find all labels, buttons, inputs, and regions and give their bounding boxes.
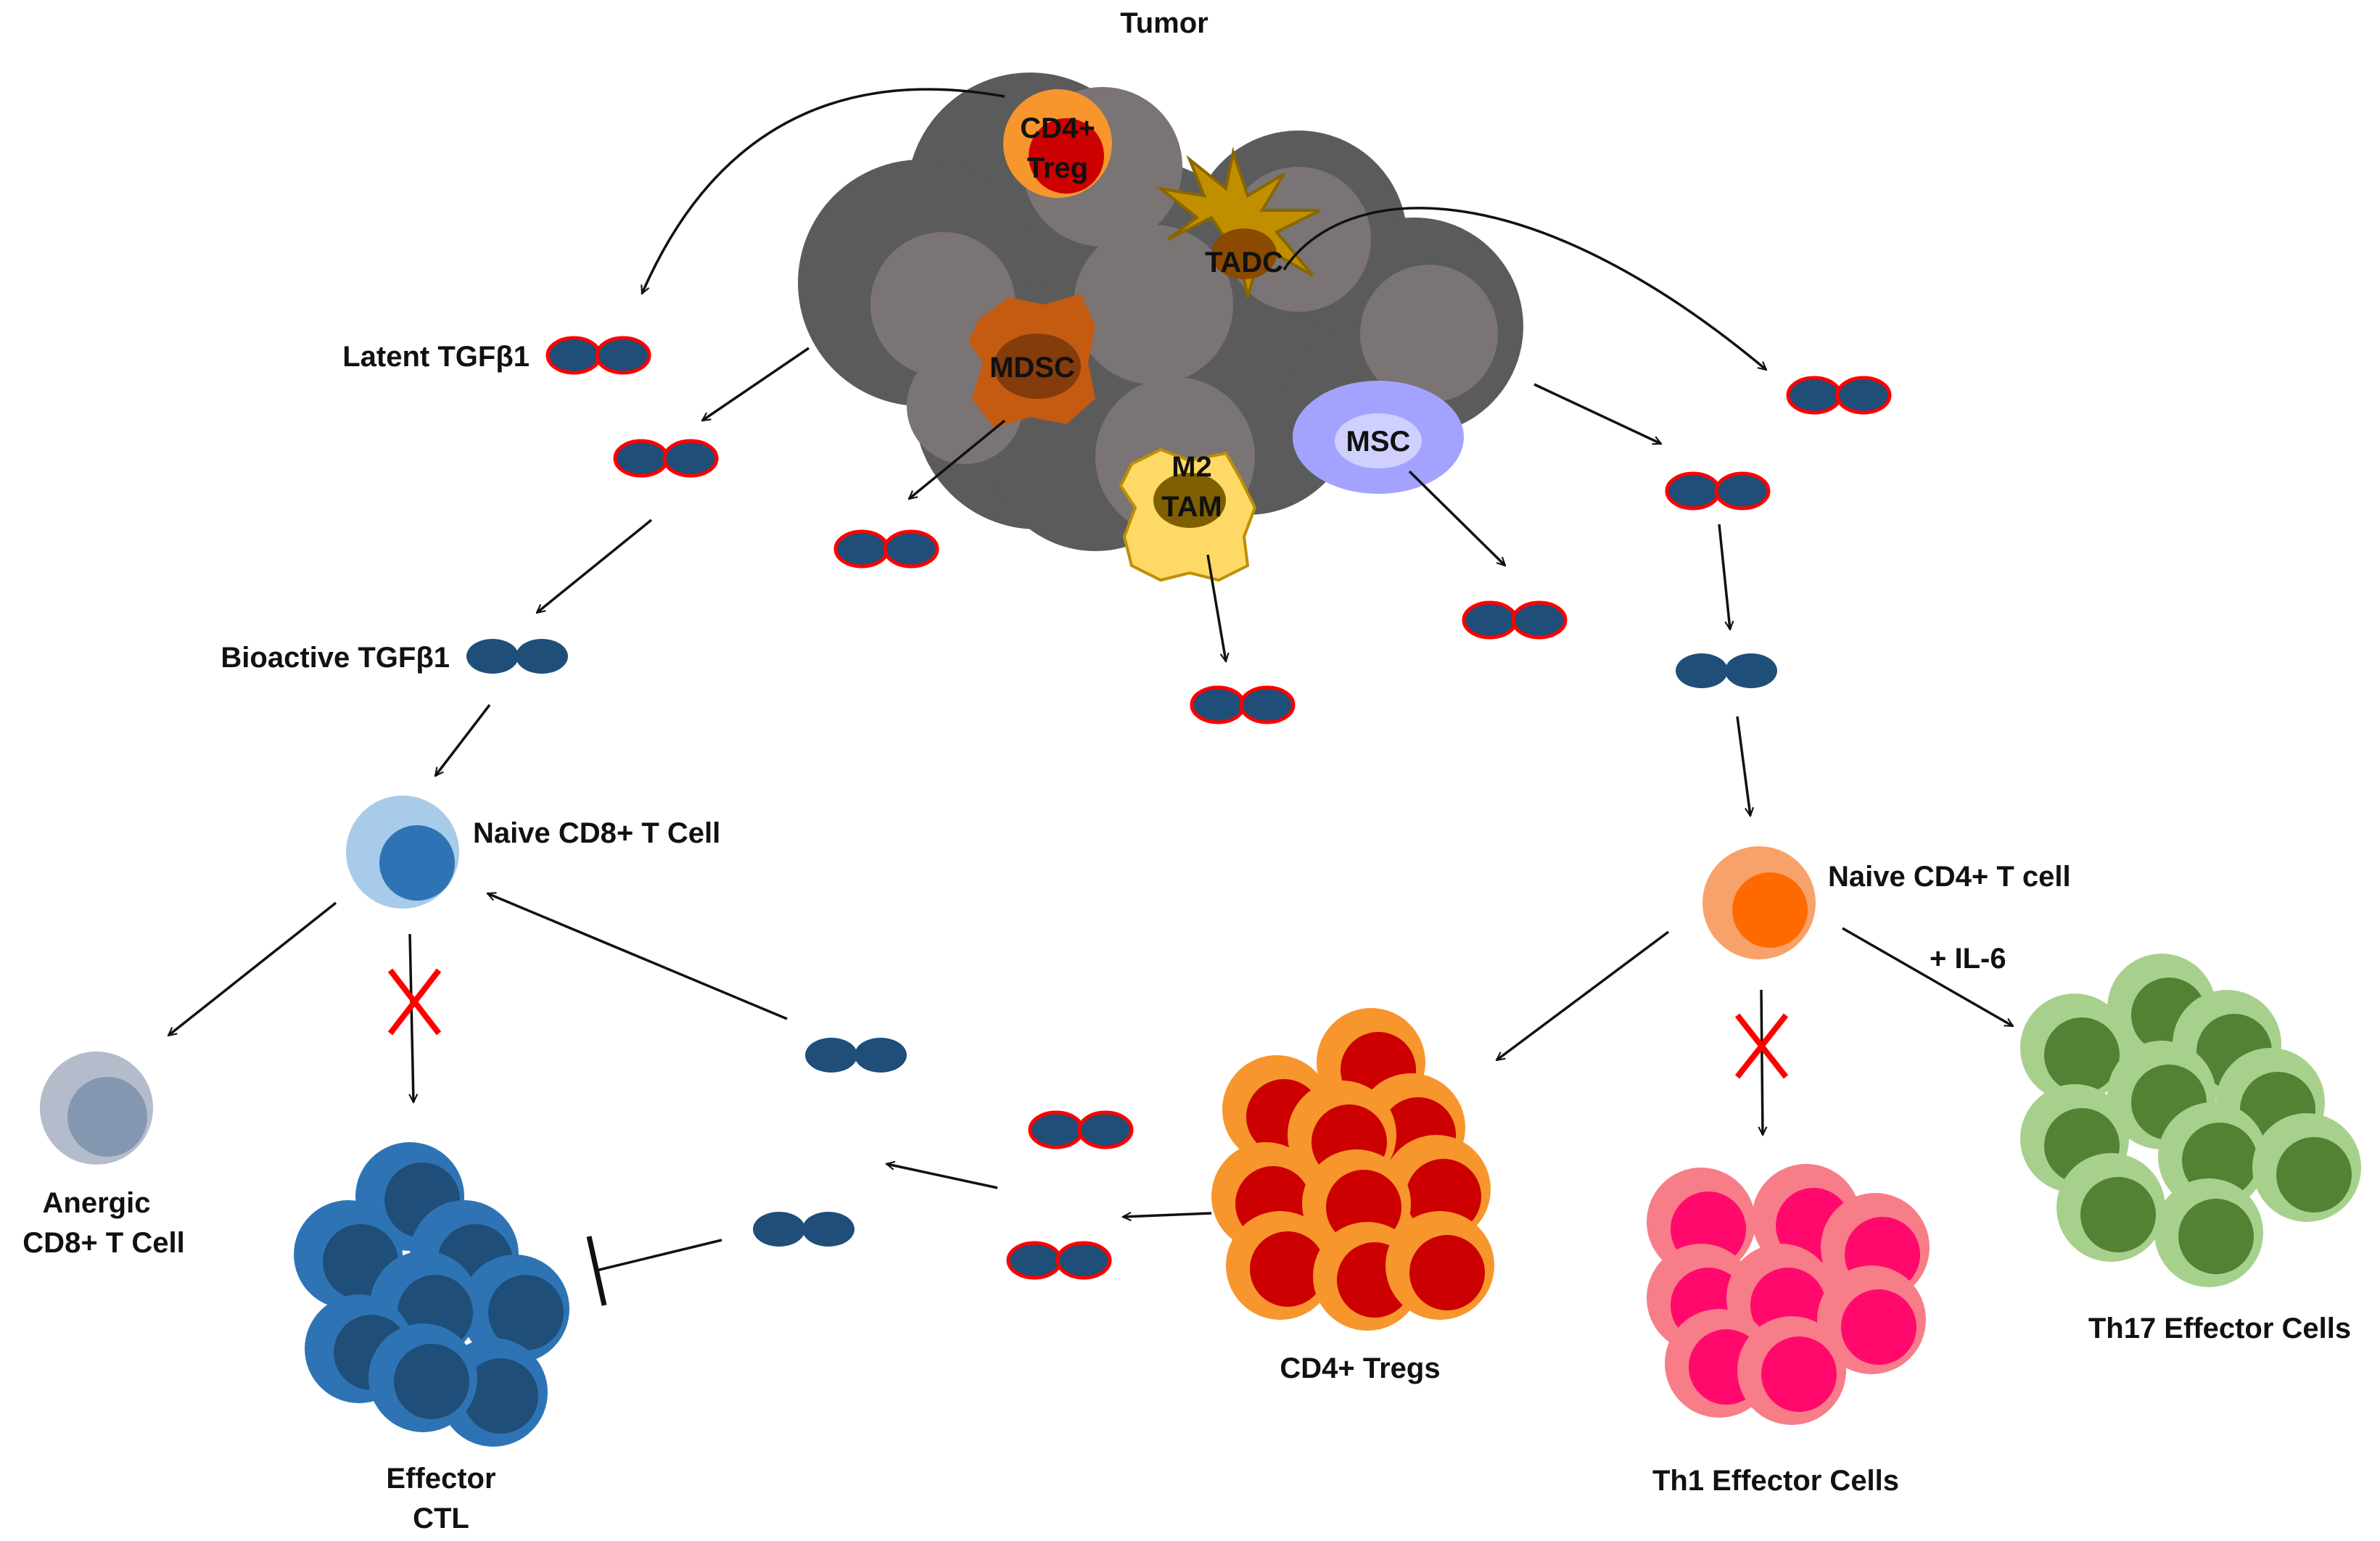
tadc-label: TADC: [1205, 247, 1283, 278]
arrow-tumor-right: [1533, 383, 1661, 445]
bioactive-dimer-right: [1676, 653, 1777, 688]
inhibit-line: [596, 1239, 722, 1272]
arrow-dimer-to-cd8: [487, 893, 788, 1020]
arrow-tam: [1206, 554, 1226, 661]
anergic-label-2: CD8+ T Cell: [22, 1227, 184, 1259]
arrow-tumor-left: [702, 347, 810, 422]
th1-cluster: [1647, 1164, 1930, 1425]
arrow-to-anergic: [168, 901, 337, 1036]
arrow-tregs-out: [1123, 1213, 1212, 1217]
tregs-label: CD4+ Tregs: [1280, 1352, 1440, 1384]
tam-label-1: M2: [1172, 451, 1212, 483]
arrow-right-activation: [1718, 524, 1730, 629]
th1-label: Th1 Effector Cells: [1652, 1465, 1899, 1497]
latent-dimer-tregs-upper: [1030, 1112, 1132, 1147]
naive-cd8-label: Naive CD8+ T Cell: [473, 817, 720, 849]
arrow-mdsc: [909, 419, 1006, 499]
ctl-label-1: Effector: [386, 1463, 495, 1495]
tam-label-2: TAM: [1161, 491, 1222, 523]
arrow-to-naive-cd4: [1736, 716, 1750, 816]
bioactive-dimer-to-ctl: [753, 1212, 855, 1247]
cd4-tregs-cluster: [1211, 1008, 1494, 1331]
tumor-treg-label-1: CD4+: [1020, 112, 1095, 144]
arrow-tadc-to-right: [1282, 207, 1766, 370]
inhibit-bar: [586, 1236, 607, 1306]
tumor-label: Tumor: [1120, 7, 1208, 39]
arrow-to-th17: [1842, 927, 2013, 1028]
arrow-to-ctl: [410, 933, 413, 1102]
bioactive-dimer-to-cd8: [805, 1038, 907, 1073]
naive-cd4-label: Naive CD4+ T cell: [1828, 861, 2071, 893]
latent-dimer-tregs-lower: [1008, 1243, 1110, 1278]
latent-dimer-tadc: [1788, 378, 1890, 413]
tumor-treg-label-2: Treg: [1027, 152, 1088, 184]
mdsc-label: MDSC: [989, 352, 1075, 384]
latent-dimer-mdsc: [836, 532, 937, 566]
latent-dimer-msc: [1464, 603, 1565, 637]
arrow-to-tregs: [1496, 930, 1670, 1060]
arrow-treg-to-latent: [642, 88, 1005, 294]
effector-ctl-cluster: [294, 1142, 569, 1447]
latent-dimer-1: [615, 441, 717, 476]
th17-label: Th17 Effector Cells: [2088, 1313, 2351, 1344]
ctl-label-2: CTL: [413, 1503, 469, 1534]
latent-dimer-label: [548, 338, 649, 373]
bioactive-tgfb1-label: Bioactive TGFβ1: [221, 642, 450, 674]
msc-label: MSC: [1346, 426, 1411, 458]
tadc-cell: TADC: [1155, 146, 1321, 298]
tam-cell: M2 TAM: [1119, 447, 1257, 582]
arrow-to-dimer-pair: [886, 1164, 998, 1189]
block-cd8-to-ctl: [387, 968, 442, 1036]
il6-label: + IL-6: [1930, 943, 2006, 975]
arrows: [168, 88, 2013, 1306]
latent-dimer-tam: [1192, 687, 1293, 722]
arrow-msc: [1408, 470, 1505, 566]
arrow-to-th1: [1761, 989, 1763, 1135]
naive-cd8-cell: [346, 796, 459, 909]
th17-cluster: [2020, 954, 2361, 1287]
latent-dimer-right: [1667, 474, 1768, 508]
arrow-to-naive-cd8: [435, 703, 491, 776]
anergic-label-1: Anergic: [43, 1187, 151, 1219]
block-cd4-to-th1: [1734, 1013, 1789, 1079]
tumor-treg-cell: CD4+ Treg: [1003, 89, 1112, 198]
mdsc-cell: MDSC: [968, 294, 1095, 428]
arrow-activation-left: [537, 519, 653, 613]
bioactive-dimer-label: [466, 639, 568, 674]
naive-cd4-cell: [1702, 846, 1816, 959]
anergic-cd8-cell: [40, 1052, 153, 1165]
msc-cell: MSC: [1293, 381, 1464, 494]
latent-tgfb1-label: Latent TGFβ1: [342, 341, 530, 373]
